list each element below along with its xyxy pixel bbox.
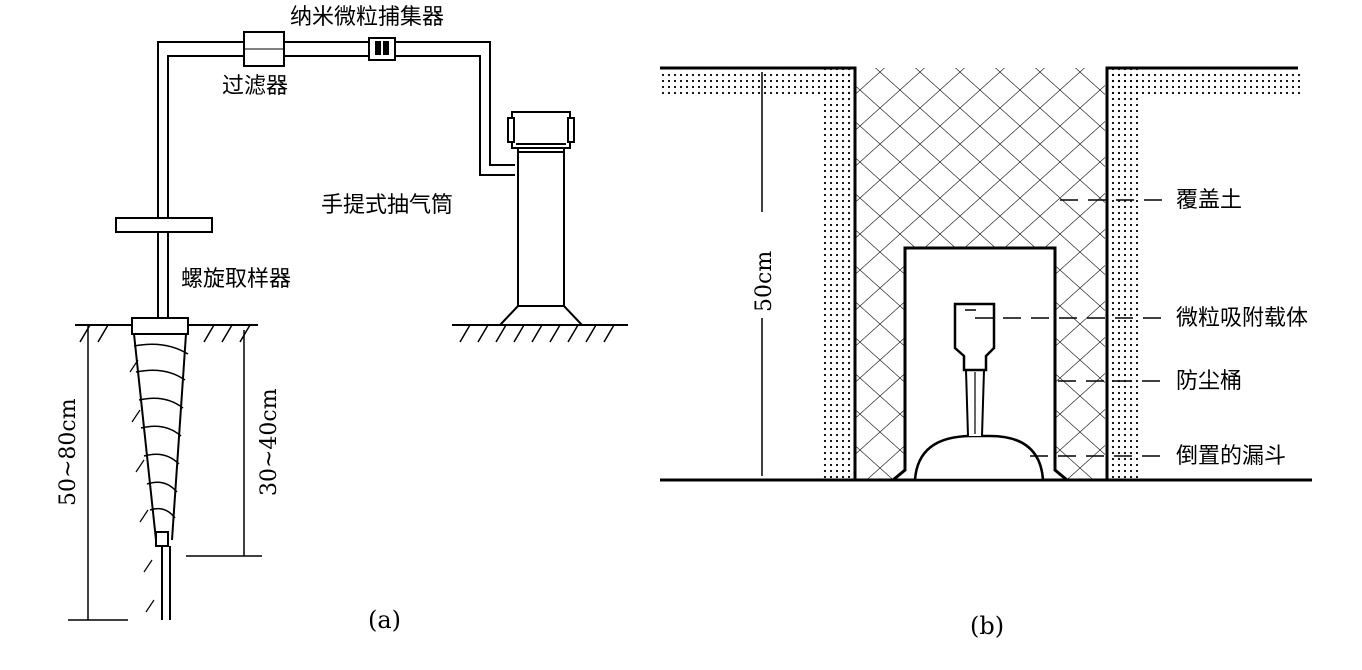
label-dust-bucket: 防尘桶 xyxy=(1176,369,1242,394)
label-auger: 螺旋取样器 xyxy=(181,267,291,292)
label-pump: 手提式抽气筒 xyxy=(321,193,453,218)
caption-a: (a) xyxy=(368,606,401,634)
air-tube xyxy=(157,41,515,318)
particle-carrier xyxy=(953,302,996,372)
caption-b: (b) xyxy=(970,612,1004,640)
pit-outline xyxy=(660,66,1298,480)
handle-plate xyxy=(115,217,213,233)
dimension-total xyxy=(68,325,128,621)
dimension-partial xyxy=(186,330,262,557)
label-nano-collector: 纳米微粒捕集器 xyxy=(290,5,444,30)
portable-pump xyxy=(452,111,628,343)
label-cover-soil: 覆盖土 xyxy=(1176,188,1242,213)
label-filter: 过滤器 xyxy=(222,74,288,99)
label-depth-partial: 30~40cm xyxy=(257,388,282,496)
pit-wall-right xyxy=(1107,68,1140,480)
label-50cm: 50cm xyxy=(752,251,777,312)
nano-collector-box xyxy=(368,37,396,61)
panel-b xyxy=(660,66,1312,482)
spiral-auger xyxy=(129,317,189,620)
label-funnel: 倒置的漏斗 xyxy=(1176,444,1286,469)
pit-wall-left xyxy=(822,68,855,480)
label-depth-total: 50~80cm xyxy=(56,398,81,506)
panel-a xyxy=(68,31,628,621)
label-carrier: 微粒吸附载体 xyxy=(1176,306,1308,331)
inverted-funnel xyxy=(913,369,1045,482)
